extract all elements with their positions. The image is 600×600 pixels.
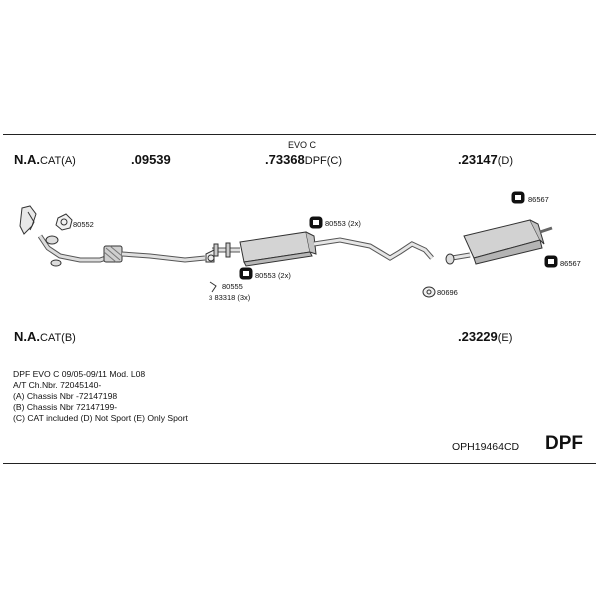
note-line-2: A/T Ch.Nbr. 72045140-: [13, 380, 102, 390]
hardware-label-80553a: 80553 (2x): [325, 219, 361, 228]
group-label-evo-c: EVO C: [288, 140, 317, 150]
label-na-cat-a: N.A.CAT(A): [14, 152, 76, 167]
hardware-label-80555: 80555: [222, 282, 243, 291]
dpf-middle-section[interactable]: [212, 231, 434, 267]
label-na-cat-b: N.A.CAT(B): [14, 329, 76, 344]
part-number-23147[interactable]: .23147(D): [458, 152, 514, 167]
hardware-label-83318: 3 83318 (3x): [209, 293, 251, 302]
kit-type: DPF: [545, 433, 583, 454]
clamp-83318[interactable]: [209, 281, 217, 293]
hardware-label-80552: 80552: [73, 220, 94, 229]
clamp-icon-80553a[interactable]: [309, 216, 323, 229]
part-number-23229[interactable]: .23229(E): [458, 329, 513, 344]
note-line-3: (A) Chassis Nbr -72147198: [13, 391, 118, 401]
hardware-label-80696: 80696: [437, 288, 458, 297]
hanger-80696[interactable]: [422, 286, 436, 298]
hardware-label-80553b: 80553 (2x): [255, 271, 291, 280]
part-number-09539[interactable]: .09539: [131, 152, 171, 167]
note-line-4: (B) Chassis Nbr 72147199-: [13, 402, 118, 412]
hanger-icon-86567a[interactable]: [511, 191, 525, 204]
note-line-5: (C) CAT included (D) Not Sport (E) Only …: [13, 413, 188, 423]
note-line-1: DPF EVO C 09/05-09/11 Mod. L08: [13, 369, 146, 379]
hardware-label-86567a: 86567: [528, 195, 549, 204]
diagram-frame: [3, 134, 596, 464]
hardware-label-86567b: 86567: [560, 259, 581, 268]
kit-code: OPH19464CD: [452, 441, 520, 453]
application-notes: DPF EVO C 09/05-09/11 Mod. L08 A/T Ch.Nb…: [13, 369, 188, 424]
rear-muffler[interactable]: [445, 219, 553, 265]
gasket-80552[interactable]: [55, 213, 73, 231]
hanger-80555[interactable]: [205, 249, 215, 263]
hanger-icon-86567b[interactable]: [544, 255, 558, 268]
front-pipe[interactable]: [19, 205, 206, 267]
clamp-icon-80553b[interactable]: [239, 267, 253, 280]
part-number-73368[interactable]: .73368DPF(C): [265, 152, 343, 167]
